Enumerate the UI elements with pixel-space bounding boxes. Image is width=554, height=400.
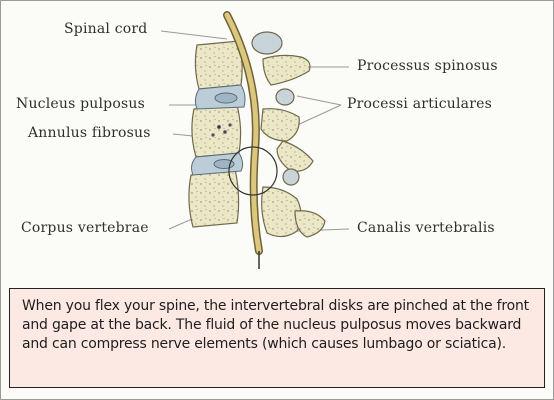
vertebral-body-3: [189, 169, 239, 227]
facet-1: [276, 89, 294, 105]
vertebral-body-1: [195, 41, 242, 89]
facet-2: [283, 169, 299, 185]
label-canalis-vertebralis: Canalis vertebralis: [357, 220, 495, 236]
spinous-process-2: [277, 141, 313, 171]
leader-spinal-cord: [161, 31, 227, 39]
leader-processi-articulares-2: [293, 105, 341, 127]
label-annulus-fibrosus: Annulus fibrosus: [28, 125, 151, 141]
label-spinal-cord: Spinal cord: [64, 21, 147, 37]
caption-box: When you flex your spine, the interverte…: [9, 288, 545, 388]
label-nucleus-pulposus: Nucleus pulposus: [16, 96, 145, 112]
caption-text: When you flex your spine, the interverte…: [22, 298, 529, 352]
label-processus-spinosus: Processus spinosus: [357, 58, 498, 74]
vertebral-body-2: [192, 105, 241, 157]
lamina-2: [261, 109, 299, 141]
leader-processi-articulares-1: [297, 96, 341, 105]
vertebral-bodies: [189, 41, 242, 227]
label-processi-articulares: Processi articulares: [347, 96, 492, 112]
nucleus-1: [215, 93, 237, 103]
facet-top: [252, 32, 282, 54]
spinous-process-1: [263, 55, 310, 85]
posterior-processes: [252, 32, 325, 237]
label-corpus-vertebrae: Corpus vertebrae: [21, 220, 149, 236]
spinous-process-3: [295, 211, 325, 237]
